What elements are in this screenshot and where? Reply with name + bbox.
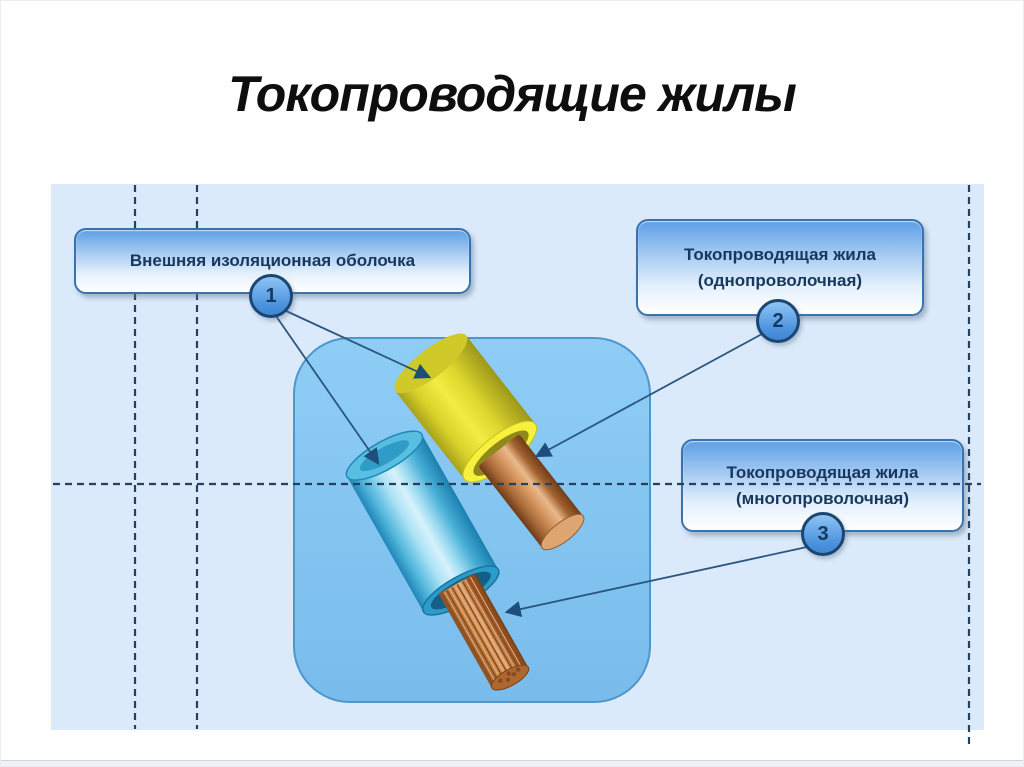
slide-title: Токопроводящие жилы [228, 66, 797, 122]
callout-label: Токопроводящая жила [684, 245, 876, 264]
callout-label: Токопроводящая жила [726, 463, 919, 482]
callout-sublabel: (однопроволочная) [697, 270, 863, 290]
number-badge-1: 1 [249, 274, 293, 318]
bottom-edge-strip [1, 760, 1023, 766]
callout-label: Внешняя изоляционная оболочка [129, 251, 416, 271]
number-badge-3: 3 [801, 512, 845, 556]
number-badge-2: 2 [756, 299, 800, 343]
callout-sublabel: (многопроволочная) [735, 488, 910, 508]
